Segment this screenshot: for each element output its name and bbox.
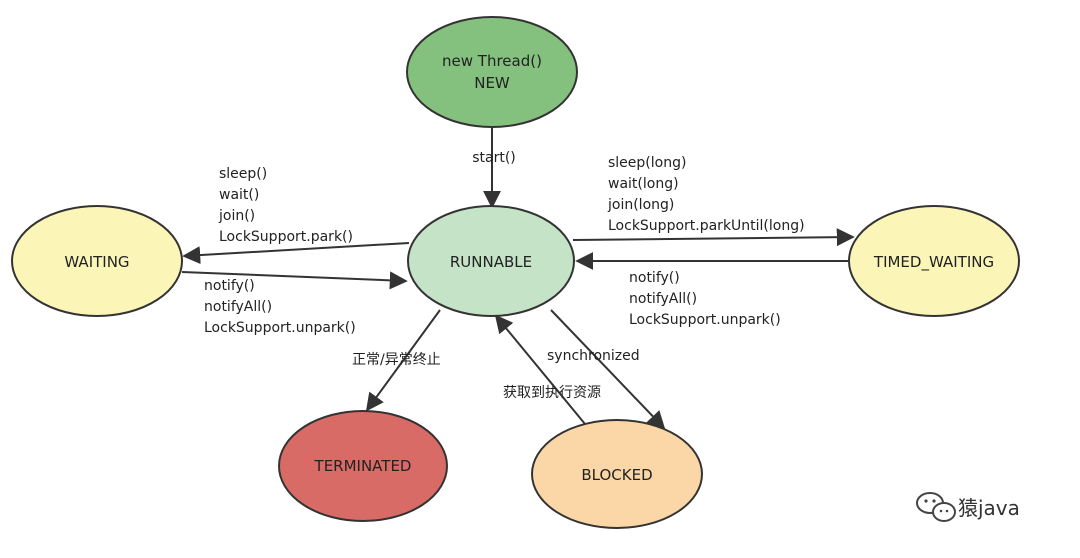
node-terminated bbox=[278, 410, 448, 522]
label-from-timed-1: notifyAll() bbox=[629, 291, 697, 307]
node-timed-waiting bbox=[848, 205, 1020, 317]
wechat-icon bbox=[916, 492, 956, 522]
edge-from-waiting bbox=[181, 271, 408, 290]
label-to-timed-3: LockSupport.parkUntil(long) bbox=[608, 218, 805, 234]
label-to-blocked: synchronized bbox=[547, 348, 640, 364]
label-to-waiting-2: join() bbox=[218, 208, 255, 224]
node-blocked bbox=[531, 419, 703, 529]
edge-to-terminated bbox=[365, 309, 441, 412]
label-to-waiting-1: wait() bbox=[219, 187, 259, 203]
edge-to-blocked bbox=[550, 309, 666, 430]
node-new-line2: NEW bbox=[474, 74, 510, 92]
node-new bbox=[406, 16, 578, 128]
label-from-blocked: 获取到执行资源 bbox=[503, 385, 601, 401]
node-runnable-label: RUNNABLE bbox=[450, 253, 532, 271]
label-from-timed-2: LockSupport.unpark() bbox=[629, 312, 781, 328]
label-from-waiting-1: notifyAll() bbox=[204, 299, 272, 315]
label-from-waiting-2: LockSupport.unpark() bbox=[204, 320, 356, 336]
label-to-timed-0: sleep(long) bbox=[608, 155, 686, 171]
node-waiting-label: WAITING bbox=[64, 253, 129, 271]
label-to-waiting-0: sleep() bbox=[219, 166, 267, 182]
watermark-text: 猿java bbox=[958, 496, 1020, 520]
label-from-timed-0: notify() bbox=[629, 270, 680, 286]
edge-from-blocked bbox=[494, 314, 586, 425]
node-waiting bbox=[11, 205, 183, 317]
edge-to-waiting bbox=[182, 242, 410, 265]
label-start: start() bbox=[472, 150, 516, 166]
node-timed-waiting-label: TIMED_WAITING bbox=[873, 253, 994, 272]
label-to-waiting-3: LockSupport.park() bbox=[219, 229, 353, 245]
label-from-waiting-0: notify() bbox=[204, 278, 255, 294]
label-to-timed-1: wait(long) bbox=[608, 176, 679, 192]
node-new-line1: new Thread() bbox=[442, 52, 542, 70]
node-blocked-label: BLOCKED bbox=[581, 466, 652, 484]
node-terminated-label: TERMINATED bbox=[314, 457, 412, 475]
edge-to-timed bbox=[572, 228, 855, 247]
label-to-terminated: 正常/异常终止 bbox=[352, 352, 441, 368]
label-to-timed-2: join(long) bbox=[607, 197, 674, 213]
node-runnable bbox=[407, 205, 575, 317]
